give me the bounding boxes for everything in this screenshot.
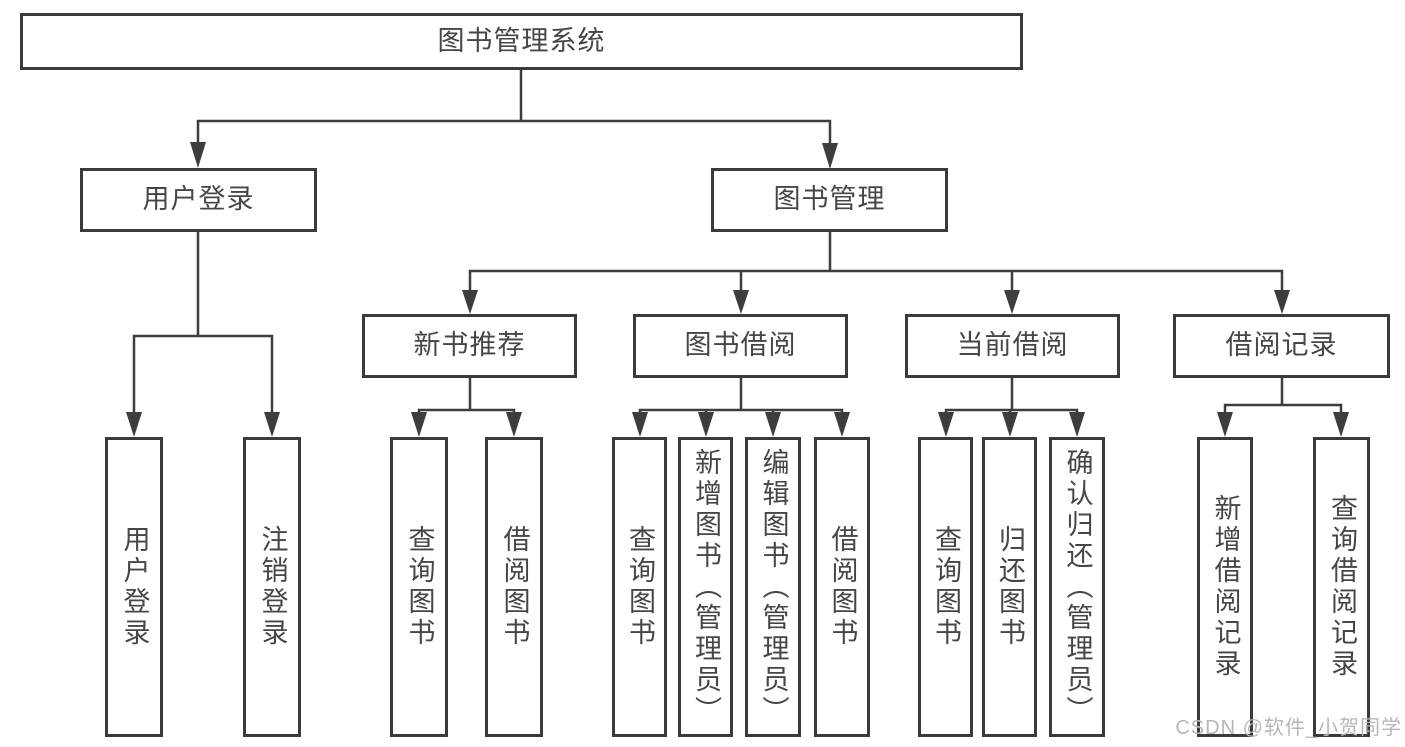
csdn-watermark: CSDN @软件_小贺同学: [1175, 717, 1402, 739]
connector-user-login-to-leaves: [126, 230, 280, 437]
connector-current-borrow-to-leaves: [938, 376, 1085, 437]
leaf-records-query-record: 查询借阅记录: [1313, 437, 1370, 737]
leaf-logout-login: 注销登录: [243, 437, 301, 737]
leaf-recommend-query-books: 查询图书: [390, 437, 448, 737]
leaf-borrowing-query-books: 查询图书: [612, 437, 667, 737]
leaf-user-login: 用户登录: [105, 437, 163, 737]
node-user-login: 用户登录: [80, 168, 317, 232]
leaf-borrowing-add-books-admin: 新增图书（管理员）: [678, 437, 733, 737]
connector-book-borrow-to-leaves: [632, 376, 850, 437]
node-book-borrowing: 图书借阅: [633, 314, 848, 378]
leaf-borrowing-borrow-books: 借阅图书: [814, 437, 870, 737]
leaf-borrowing-edit-books-admin: 编辑图书（管理员）: [745, 437, 801, 737]
node-current-borrowing: 当前借阅: [905, 314, 1120, 378]
connector-new-book-rec-to-leaves: [411, 376, 522, 437]
connector-borrow-record-to-leaves: [1217, 376, 1349, 437]
node-new-book-recommend: 新书推荐: [362, 314, 577, 378]
node-library-system: 图书管理系统: [20, 13, 1023, 70]
connector-root-to-level2: [190, 68, 838, 169]
leaf-records-add-record: 新增借阅记录: [1197, 437, 1253, 737]
leaf-recommend-borrow-books: 借阅图书: [485, 437, 543, 737]
connector-book-mgmt-to-level3: [462, 230, 1290, 314]
leaf-current-return-books: 归还图书: [982, 437, 1037, 737]
leaf-current-confirm-return-admin: 确认归还（管理员）: [1049, 437, 1105, 737]
node-book-management: 图书管理: [711, 168, 948, 232]
node-borrowing-records: 借阅记录: [1173, 314, 1390, 378]
leaf-current-query-books: 查询图书: [918, 437, 973, 737]
